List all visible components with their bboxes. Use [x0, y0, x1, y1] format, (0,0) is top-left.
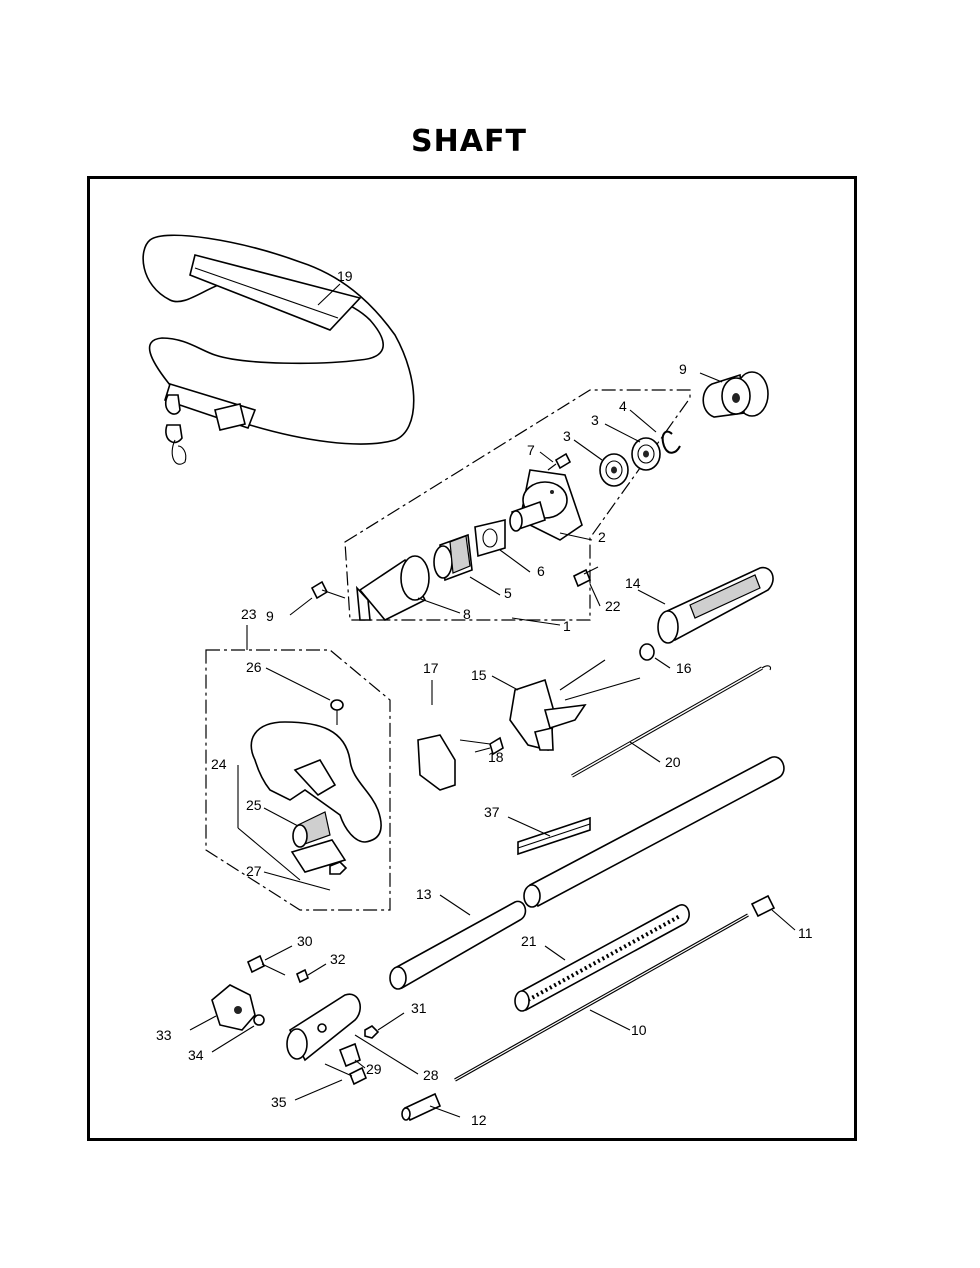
part-label-25: 24 [211, 756, 227, 772]
part-label-34: 33 [156, 1027, 172, 1043]
part-label-35: 34 [188, 1047, 204, 1063]
part-label-12: 11 [798, 925, 813, 941]
harness-strap [142, 234, 415, 465]
part-label-1: 1 [563, 618, 571, 634]
part-label-2: 2 [598, 529, 606, 545]
coupling [433, 533, 473, 582]
part-label-24: 23 [241, 606, 257, 622]
sleeve-13 [401, 1092, 442, 1122]
part-label-18: 17 [423, 660, 439, 676]
part-label-36: 35 [271, 1094, 287, 1110]
part-label-33: 32 [330, 951, 346, 967]
part-label-19: 18 [488, 749, 504, 765]
part-label-15: 14 [625, 575, 641, 591]
part-label-31: 30 [297, 933, 313, 949]
handle-group-outline [205, 649, 391, 911]
fitting-12 [750, 894, 776, 918]
short-tube [389, 900, 527, 990]
hex-nut [329, 861, 348, 875]
bolt-9 [310, 580, 346, 600]
part-label-23: 22 [605, 598, 621, 614]
part-label-3-outer: 3 [591, 412, 599, 428]
collar [639, 643, 655, 661]
part-label-8: 8 [463, 606, 471, 622]
clutch-drum [702, 371, 769, 418]
part-label-10: 9 [679, 361, 687, 377]
leader-lines [189, 283, 796, 1118]
part-label-30: 29 [366, 1061, 382, 1077]
throttle-grip [657, 566, 774, 644]
bracket [417, 734, 456, 791]
gear-case-group-outline [344, 389, 691, 621]
bolt-31 [246, 954, 286, 976]
part-label-27: 26 [246, 659, 262, 675]
nut-32 [364, 1025, 380, 1039]
knob [211, 984, 256, 1031]
tube-holder-cone [355, 555, 430, 621]
spring-liner [514, 904, 690, 1012]
throttle-housing [509, 659, 641, 751]
bearing-inner [599, 453, 629, 487]
part-label-13: 12 [471, 1112, 487, 1128]
part-label-28: 27 [246, 863, 262, 879]
snap-ring [661, 430, 681, 454]
part-label-29: 28 [423, 1067, 439, 1083]
part-label-26: 25 [246, 797, 262, 813]
main-shaft-tube [523, 756, 785, 908]
part-label-32: 31 [411, 1000, 427, 1016]
part-label-17: 16 [676, 660, 692, 676]
plug-30 [338, 1042, 361, 1068]
part-label-nine: 9 [266, 608, 274, 624]
bearing-outer [631, 437, 661, 471]
part-label-11: 10 [631, 1022, 647, 1038]
page-title: SHAFT [411, 124, 527, 159]
part-label-20: 19 [337, 268, 353, 284]
part-label-37: 37 [484, 804, 500, 820]
screw-7 [547, 452, 572, 471]
part-label-3-inner: 3 [563, 428, 571, 444]
part-label-7: 7 [527, 442, 535, 458]
diagram-frame [87, 176, 857, 1141]
part-label-4: 4 [619, 398, 627, 414]
drive-shaft [454, 913, 749, 1082]
shaft-joint [286, 993, 361, 1062]
part-label-16: 15 [471, 667, 487, 683]
part-label-6: 6 [537, 563, 545, 579]
bolt-19 [474, 736, 504, 756]
screw-27 [330, 699, 344, 725]
loop-handle [250, 721, 382, 843]
part-label-22: 21 [521, 933, 537, 949]
part-label-14: 13 [416, 886, 432, 902]
washer [253, 1014, 265, 1026]
part-label-5: 5 [504, 585, 512, 601]
part-label-21: 20 [665, 754, 681, 770]
throttle-cable [571, 665, 772, 778]
bolt-36 [324, 1063, 368, 1086]
handle-clamp [290, 839, 347, 873]
bolt-23 [572, 566, 599, 588]
gasket-plate [474, 518, 506, 558]
gear-case-housing [509, 469, 583, 541]
screw-33 [295, 968, 310, 984]
foam-grip [292, 811, 331, 848]
